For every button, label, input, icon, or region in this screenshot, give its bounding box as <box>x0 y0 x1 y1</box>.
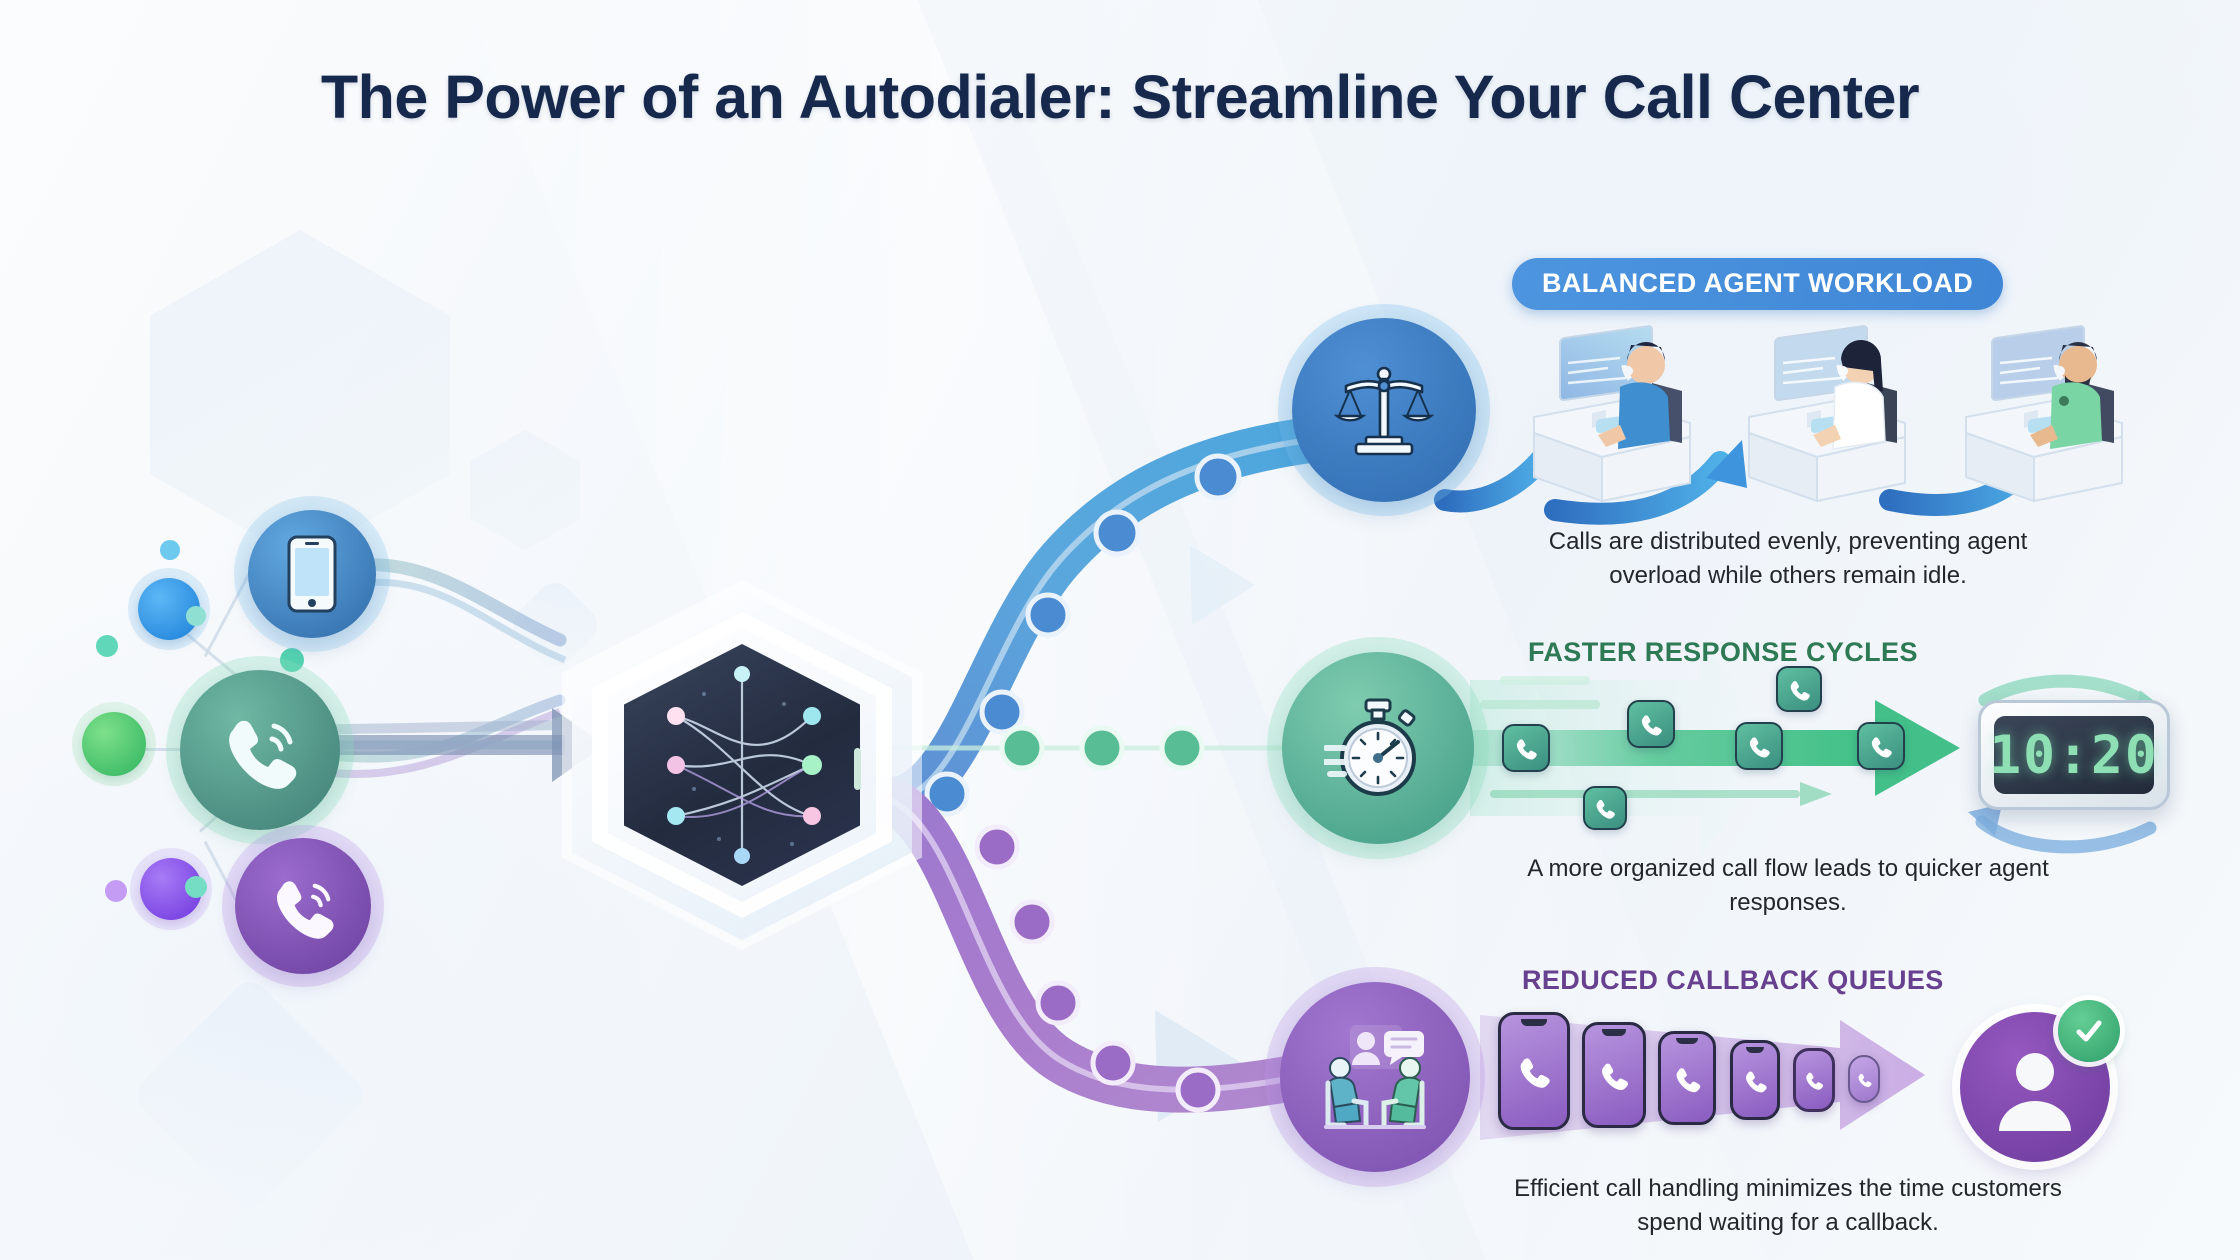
call-tile <box>1583 786 1627 830</box>
branch-icon-balanced-workload[interactable] <box>1292 318 1476 502</box>
purple-pipeline-dots <box>974 824 1221 1113</box>
background-hexagon-small <box>470 430 580 550</box>
accent-dot <box>160 540 180 560</box>
hub-output-marker <box>854 748 861 790</box>
user-icon <box>1999 1053 2071 1131</box>
phone-ringing-icon <box>229 720 297 789</box>
phone-icon <box>1520 1058 1550 1088</box>
phone-icon <box>1676 1067 1700 1092</box>
queue-phone <box>1793 1048 1835 1112</box>
accent-dot <box>280 648 304 672</box>
agent-workstation-two[interactable] <box>1715 325 1915 515</box>
branch-icon-reduced-callback[interactable] <box>1280 982 1470 1172</box>
agent-workstation-three[interactable] <box>1932 325 2132 515</box>
autodialer-hub[interactable] <box>562 580 922 950</box>
accent-dot <box>185 876 207 898</box>
accent-dot <box>105 880 127 902</box>
clock-time-value: 10:20 <box>1989 724 2159 786</box>
phone-notch <box>1521 1019 1547 1026</box>
branch-icon-faster-response[interactable] <box>1282 652 1474 844</box>
green-pipeline-dots <box>999 725 1205 771</box>
call-tile <box>1627 700 1675 748</box>
phone-icon <box>1858 1073 1872 1087</box>
source-smartphone[interactable] <box>248 510 376 638</box>
neural-network-hexagon-icon <box>667 666 822 864</box>
heading-balanced-workload: BALANCED AGENT WORKLOAD <box>1512 258 2004 310</box>
call-tile <box>1735 722 1783 770</box>
phone-icon <box>1745 1071 1767 1092</box>
balance-scales-icon <box>1333 366 1435 456</box>
blue-pipeline-dots <box>924 453 1242 817</box>
stopwatch-icon <box>1324 698 1416 796</box>
phone-icon <box>1871 737 1892 758</box>
heading-reduced-callback: REDUCED CALLBACK QUEUES <box>1522 965 1944 995</box>
heading-faster-response: FASTER RESPONSE CYCLES <box>1528 637 1918 667</box>
two-people-conversation-icon <box>1324 1025 1426 1129</box>
queue-phone <box>1848 1055 1880 1103</box>
agent-workstation-one[interactable] <box>1500 325 1700 515</box>
phone-icon <box>1516 739 1537 760</box>
description-reduced-callback: Efficient call handling minimizes the ti… <box>1514 1175 2062 1237</box>
digital-clock: 10:20 <box>1978 700 2170 810</box>
phone-icon <box>1641 715 1662 736</box>
check-icon <box>2076 1020 2102 1042</box>
verified-check-badge <box>2058 1000 2120 1062</box>
source-phone-secondary[interactable] <box>235 838 371 974</box>
phone-icon <box>1749 737 1770 758</box>
queue-phone <box>1498 1012 1570 1130</box>
call-tile <box>1776 666 1822 712</box>
background-diamond-one <box>129 974 371 1216</box>
phone-notch <box>1602 1029 1626 1036</box>
phone-ringing-purple-icon <box>277 881 334 939</box>
queue-phone <box>1658 1031 1716 1125</box>
accent-dot <box>186 606 206 626</box>
page-title: The Power of an Autodialer: Streamline Y… <box>320 63 1920 131</box>
agents-row <box>1500 325 2123 515</box>
verified-customer[interactable] <box>1960 1000 2135 1175</box>
source-dot-green <box>82 712 146 776</box>
queue-phone <box>1730 1040 1780 1120</box>
phone-notch <box>1676 1038 1698 1044</box>
accent-dot <box>96 635 118 657</box>
phone-icon <box>1602 1063 1629 1091</box>
smartphone-icon <box>287 535 337 613</box>
user-avatar-circle <box>1960 1012 2110 1162</box>
phone-icon <box>1790 680 1810 701</box>
queue-phone <box>1582 1022 1646 1128</box>
clock-screen: 10:20 <box>1989 716 2157 794</box>
source-phone-primary[interactable] <box>180 670 340 830</box>
phone-notch <box>1746 1047 1764 1053</box>
phone-icon <box>1806 1072 1824 1090</box>
description-balanced-workload: Calls are distributed evenly, preventing… <box>1548 528 2028 590</box>
call-tile <box>1857 722 1905 770</box>
description-faster-response: A more organized call flow leads to quic… <box>1527 855 2049 917</box>
phone-icon <box>1596 800 1615 819</box>
call-tile <box>1502 724 1550 772</box>
